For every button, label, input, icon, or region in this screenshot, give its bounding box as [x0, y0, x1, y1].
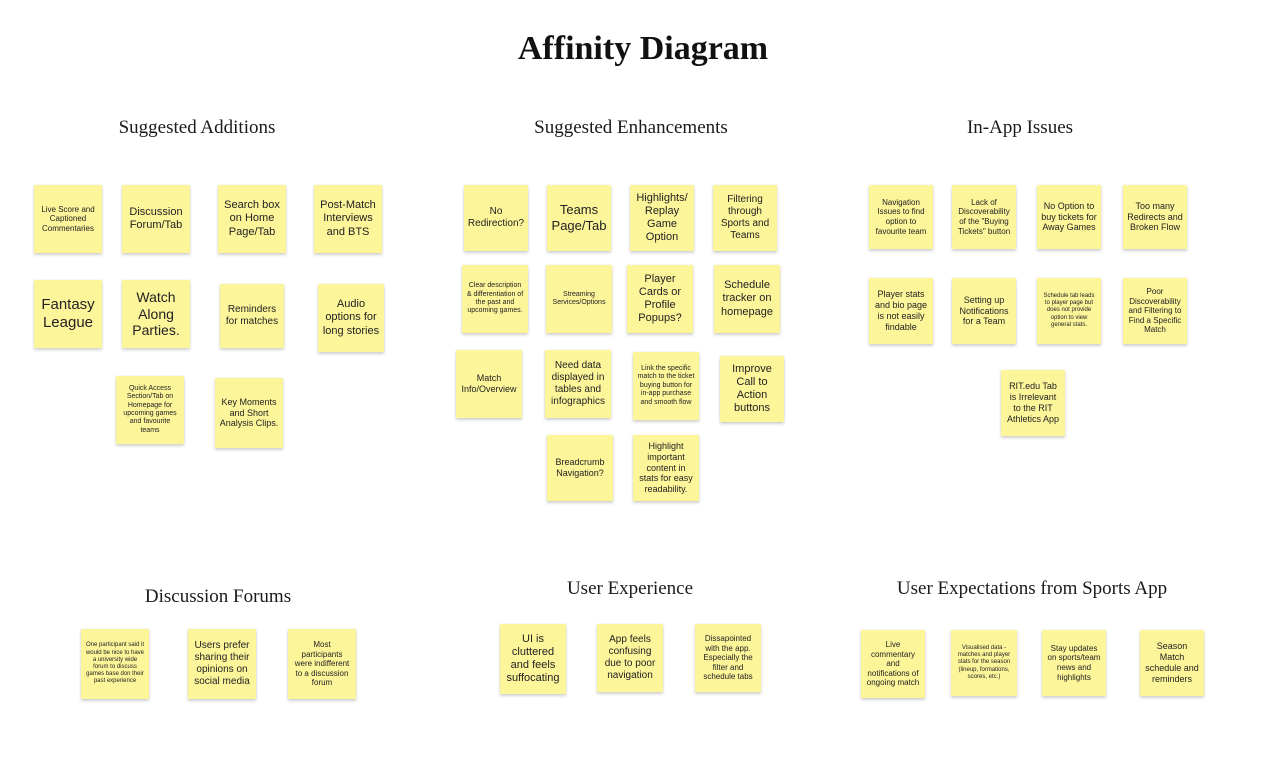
sticky-note[interactable]: Quick Access Section/Tab on Homepage for…	[116, 376, 184, 444]
sticky-note[interactable]: Schedule tracker on homepage	[714, 265, 780, 333]
group-title-user-experience: User Experience	[566, 578, 694, 599]
sticky-note[interactable]: Link the specific match to the ticket bu…	[633, 352, 699, 420]
group-title-suggested-enhancements: Suggested Enhancements	[534, 117, 728, 138]
sticky-note[interactable]: Stay updates on sports/team news and hig…	[1042, 630, 1106, 696]
sticky-note[interactable]: Player Cards or Profile Popups?	[627, 265, 693, 333]
sticky-note[interactable]: Lack of Discoverability of the "Buying T…	[952, 185, 1016, 249]
sticky-note[interactable]: No Redirection?	[464, 185, 528, 251]
sticky-note[interactable]: Key Moments and Short Analysis Clips.	[215, 378, 283, 448]
sticky-note[interactable]: Watch Along Parties.	[122, 280, 190, 348]
sticky-note[interactable]: Filtering through Sports and Teams	[713, 185, 777, 251]
sticky-note[interactable]: Visualised data - matches and player sta…	[951, 630, 1017, 696]
sticky-note[interactable]: Fantasy League	[34, 280, 102, 348]
sticky-note[interactable]: Audio options for long stories	[318, 284, 384, 352]
group-title-in-app-issues: In-App Issues	[966, 117, 1074, 138]
group-title-discussion-forums: Discussion Forums	[144, 586, 292, 607]
sticky-note[interactable]: Schedule tab leads to player page but do…	[1037, 278, 1101, 344]
sticky-note[interactable]: Streaming Services/Options	[546, 265, 612, 333]
sticky-note[interactable]: Clear description & differentiation of t…	[462, 265, 528, 333]
sticky-note[interactable]: App feels confusing due to poor navigati…	[597, 624, 663, 692]
sticky-note[interactable]: Live Score and Captioned Commentaries	[34, 185, 102, 253]
sticky-note[interactable]: Reminders for matches	[220, 284, 284, 348]
sticky-note[interactable]: Poor Discoverability and Filtering to Fi…	[1123, 278, 1187, 344]
sticky-note[interactable]: Dissapointed with the app. Especially th…	[695, 624, 761, 692]
sticky-note[interactable]: Search box on Home Page/Tab	[218, 185, 286, 253]
sticky-note[interactable]: Setting up Notifications for a Team	[952, 278, 1016, 344]
sticky-note[interactable]: Live commentary and notifications of ong…	[861, 630, 925, 698]
sticky-note[interactable]: Navigation Issues to find option to favo…	[869, 185, 933, 249]
sticky-note[interactable]: UI is cluttered and feels suffocating	[500, 624, 566, 694]
sticky-note[interactable]: Post-Match Interviews and BTS	[314, 185, 382, 253]
sticky-note[interactable]: Need data displayed in tables and infogr…	[545, 350, 611, 418]
sticky-note[interactable]: Match Info/Overview	[456, 350, 522, 418]
sticky-note[interactable]: Improve Call to Action buttons	[720, 356, 784, 422]
sticky-note[interactable]: Breadcrumb Navigation?	[547, 435, 613, 501]
sticky-note[interactable]: Discussion Forum/Tab	[122, 185, 190, 253]
sticky-note[interactable]: Season Match schedule and reminders	[1140, 630, 1204, 696]
sticky-note[interactable]: Users prefer sharing their opinions on s…	[188, 629, 256, 699]
sticky-note[interactable]: Highlight important content in stats for…	[633, 435, 699, 501]
sticky-note[interactable]: One participant said it would be nice to…	[81, 629, 149, 699]
sticky-note[interactable]: Most participants were indifferent to a …	[288, 629, 356, 699]
sticky-note[interactable]: No Option to buy tickets for Away Games	[1037, 185, 1101, 249]
sticky-note[interactable]: Player stats and bio page is not easily …	[869, 278, 933, 344]
group-title-user-expectations: User Expectations from Sports App	[896, 578, 1168, 599]
sticky-note[interactable]: Too many Redirects and Broken Flow	[1123, 185, 1187, 249]
diagram-title: Affinity Diagram	[517, 30, 769, 67]
group-title-suggested-additions: Suggested Additions	[118, 117, 276, 138]
sticky-note[interactable]: Highlights/ Replay Game Option	[630, 185, 694, 251]
sticky-note[interactable]: RIT.edu Tab is Irrelevant to the RIT Ath…	[1001, 370, 1065, 436]
sticky-note[interactable]: Teams Page/Tab	[547, 185, 611, 251]
